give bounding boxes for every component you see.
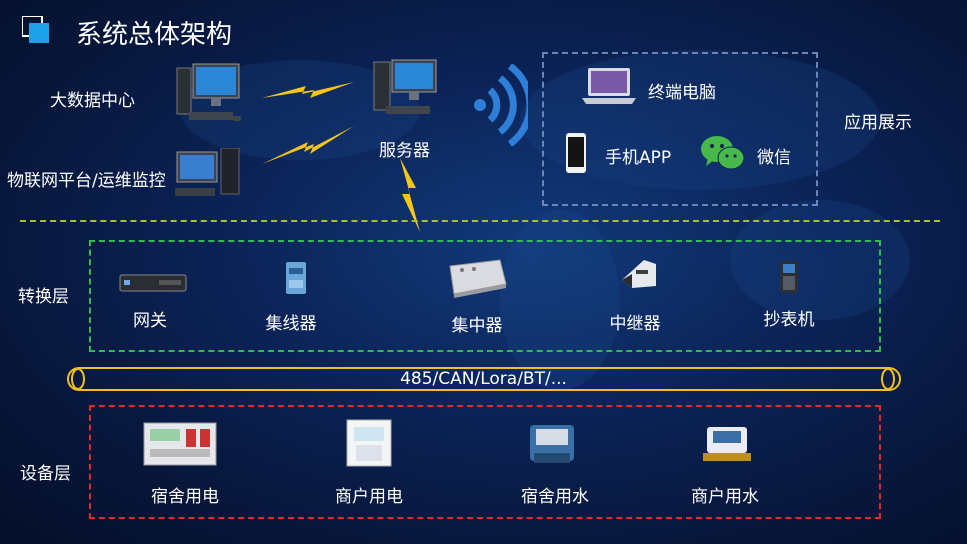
server-label: 服务器 — [379, 141, 430, 161]
merchant-water-meter-icon — [703, 427, 751, 461]
meter-reader-label: 抄表机 — [763, 310, 815, 330]
merchant-water-label: 商户用水 — [691, 487, 759, 507]
concentrator-label: 集中器 — [451, 316, 503, 336]
page-title: 系统总体架构 — [76, 20, 233, 50]
big-data-center-label: 大数据中心 — [50, 91, 135, 111]
iot-platform-computer-icon — [175, 148, 240, 196]
mobile-phone-icon — [566, 133, 586, 173]
wechat-label: 微信 — [757, 148, 791, 168]
hub-label: 集线器 — [265, 314, 317, 334]
communication-bus — [67, 367, 901, 391]
wireless-signal-icon — [474, 64, 528, 146]
lightning-icon — [262, 82, 354, 98]
big-data-computer-icon — [176, 63, 241, 121]
lightning-icon — [400, 158, 420, 232]
lightning-icon — [262, 126, 354, 164]
conversion-layer-label: 转换层 — [18, 287, 69, 307]
gateway-icon — [119, 274, 187, 292]
laptop-icon — [582, 68, 636, 104]
iot-platform-label: 物联网平台/运维监控 — [7, 171, 166, 191]
terminal-computer-label: 终端电脑 — [648, 83, 716, 103]
merchant-electricity-label: 商户用电 — [335, 487, 403, 507]
dorm-electric-meter-icon — [143, 422, 217, 466]
layer-separator — [20, 220, 940, 222]
repeater-icon — [622, 260, 656, 288]
meter-reader-icon — [780, 261, 798, 293]
merchant-electric-meter-icon — [346, 419, 392, 467]
dorm-electricity-label: 宿舍用电 — [151, 487, 219, 507]
gateway-label: 网关 — [133, 311, 167, 331]
concentrator-icon — [449, 259, 507, 298]
device-layer-label: 设备层 — [20, 464, 71, 484]
wechat-icon — [701, 136, 745, 170]
dorm-water-meter-icon — [530, 425, 574, 463]
conversion-layer-box — [89, 240, 881, 352]
server-computer-icon — [373, 59, 437, 114]
bus-protocol-label: 485/CAN/Lora/BT/... — [400, 369, 567, 389]
dorm-water-label: 宿舍用水 — [521, 487, 589, 507]
mobile-app-label: 手机APP — [605, 148, 672, 168]
application-display-group — [542, 52, 818, 206]
hub-icon — [286, 262, 306, 294]
repeater-label: 中继器 — [609, 314, 661, 334]
device-layer-box — [89, 405, 881, 519]
title-logo-icon — [22, 16, 49, 43]
application-display-label: 应用展示 — [844, 113, 912, 133]
